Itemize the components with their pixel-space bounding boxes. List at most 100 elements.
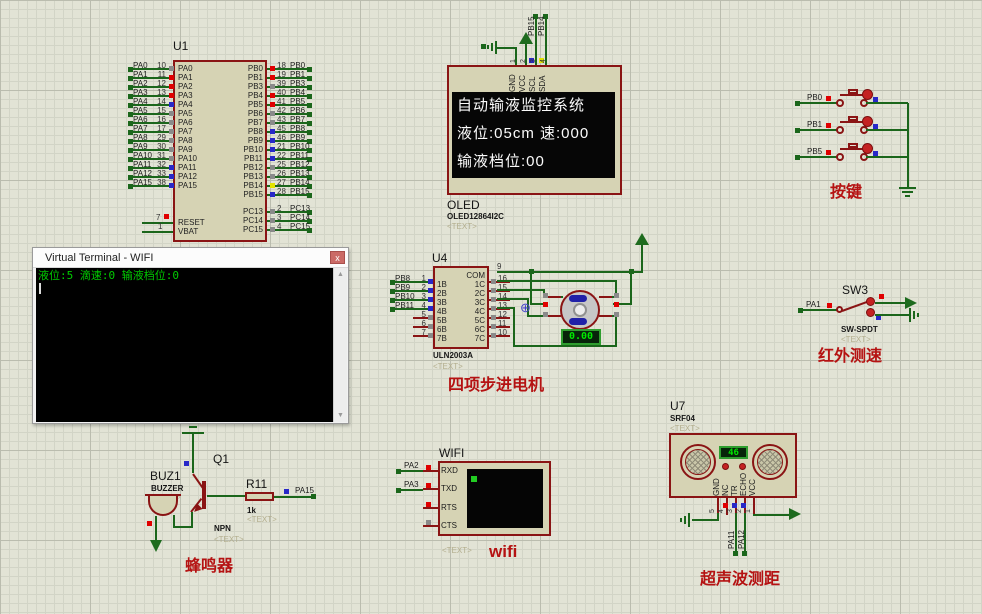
pin-number: 5: [421, 310, 426, 319]
mcu-chip-body[interactable]: [173, 60, 267, 242]
close-icon[interactable]: x: [330, 251, 345, 264]
power-rail-icon: [189, 426, 197, 428]
chip-pin-label: PB3: [247, 82, 263, 91]
power-arrow-icon: [635, 233, 649, 245]
resistor-body[interactable]: [245, 492, 274, 501]
net-terminal[interactable]: [307, 148, 312, 153]
net-terminal[interactable]: [307, 228, 312, 233]
pin-state-indicator: [147, 521, 152, 526]
button-actuator[interactable]: [862, 89, 873, 100]
net-terminal[interactable]: [307, 175, 312, 180]
pin-number: 2: [520, 59, 527, 63]
adjust-button[interactable]: [739, 463, 746, 470]
switch-actuator[interactable]: [866, 308, 875, 317]
chip-pin-label: TR: [730, 485, 739, 496]
wire: [267, 194, 310, 196]
chip-pin-label: PB5: [247, 100, 263, 109]
net-terminal[interactable]: [307, 157, 312, 162]
net-label: PB3: [290, 79, 306, 88]
chip-pin-label: NC: [721, 484, 730, 496]
u4-right-pin-rows: 16 15 14 13: [489, 274, 513, 340]
terminal-screen[interactable]: 液位:5 滴速:0 输液档位:0: [36, 268, 333, 422]
ground-arrow-icon: [150, 540, 162, 552]
button-actuator[interactable]: [862, 116, 873, 127]
uln2003a-body[interactable]: [433, 266, 489, 349]
net-terminal[interactable]: [307, 210, 312, 215]
net-terminal[interactable]: [307, 112, 312, 117]
wire: [130, 104, 173, 106]
pin-state-indicator: [169, 156, 174, 161]
net-label: PB0: [290, 61, 306, 70]
stepper-motor[interactable]: [560, 290, 600, 330]
net-terminal[interactable]: [307, 219, 312, 224]
wire: [130, 95, 173, 97]
net-terminal[interactable]: [307, 76, 312, 81]
pin-state-indicator: [270, 102, 275, 107]
wire: [267, 131, 310, 133]
window-titlebar[interactable]: Virtual Terminal - WIFI x: [33, 248, 348, 268]
wire: [130, 122, 173, 124]
chip-pin-label: GND: [508, 74, 517, 92]
net-terminal[interactable]: [742, 551, 747, 556]
chip-pin-label: PB6: [247, 109, 263, 118]
motor-speed-display: 0.00: [561, 329, 601, 345]
net-label: PC13: [290, 204, 311, 213]
scrollbar[interactable]: ▲ ▼: [333, 268, 347, 422]
chip-pin-label: PA9: [178, 145, 193, 154]
net-label: PA10: [133, 151, 152, 160]
net-terminal[interactable]: [307, 85, 312, 90]
net-terminal[interactable]: [307, 121, 312, 126]
net-terminal[interactable]: [733, 551, 738, 556]
pin-state-indicator: [284, 489, 289, 494]
button-actuator[interactable]: [862, 143, 873, 154]
pin-row: 15: [489, 283, 513, 295]
net-terminal[interactable]: [307, 67, 312, 72]
wire: [744, 513, 746, 551]
scroll-up-icon[interactable]: ▲: [337, 271, 344, 278]
scroll-down-icon[interactable]: ▼: [337, 412, 344, 419]
net-terminal[interactable]: [307, 184, 312, 189]
wire: [866, 102, 908, 104]
net-terminal[interactable]: [307, 130, 312, 135]
net-terminal[interactable]: [543, 14, 548, 19]
net-terminal[interactable]: [307, 103, 312, 108]
switch-actuator[interactable]: [866, 297, 875, 306]
pin-number: 4: [421, 301, 426, 310]
wifi-status-led: [471, 476, 477, 482]
component-ref: U1: [173, 39, 189, 53]
chip-pin-label: PA12: [178, 172, 197, 181]
terminal-output: 液位:5 滴速:0 输液档位:0: [38, 269, 179, 282]
pin-number: 1: [745, 509, 752, 513]
net-terminal[interactable]: [481, 44, 486, 49]
net-terminal[interactable]: [533, 14, 538, 19]
net-terminal[interactable]: [307, 166, 312, 171]
pin-state-indicator: [169, 75, 174, 80]
adjust-button[interactable]: [722, 463, 729, 470]
pin-state-indicator: [169, 111, 174, 116]
wire: [142, 222, 173, 224]
net-terminal[interactable]: [307, 94, 312, 99]
wire: [130, 77, 173, 79]
net-terminal[interactable]: [307, 139, 312, 144]
virtual-terminal-window[interactable]: Virtual Terminal - WIFI x 液位:5 滴速:0 输液档位…: [32, 247, 349, 424]
sw3-section: SW3 PA1 SW-SPDT <TEXT> 红外测速: [795, 278, 982, 373]
wire: [513, 307, 515, 347]
pin-state-indicator: [169, 138, 174, 143]
wire: [797, 102, 838, 104]
pin-number: 13: [157, 88, 166, 97]
pin-row: 2 PC13: [267, 204, 312, 216]
pin-state-indicator: [491, 324, 496, 329]
chip-pin-label: ECHO: [739, 472, 748, 496]
net-terminal[interactable]: [311, 494, 316, 499]
net-terminal[interactable]: [307, 193, 312, 198]
ground-icon: [491, 43, 493, 51]
ground-icon: [688, 513, 690, 527]
wire: [130, 185, 173, 187]
pin-stub: [489, 335, 510, 337]
buzzer-body[interactable]: [148, 496, 178, 516]
